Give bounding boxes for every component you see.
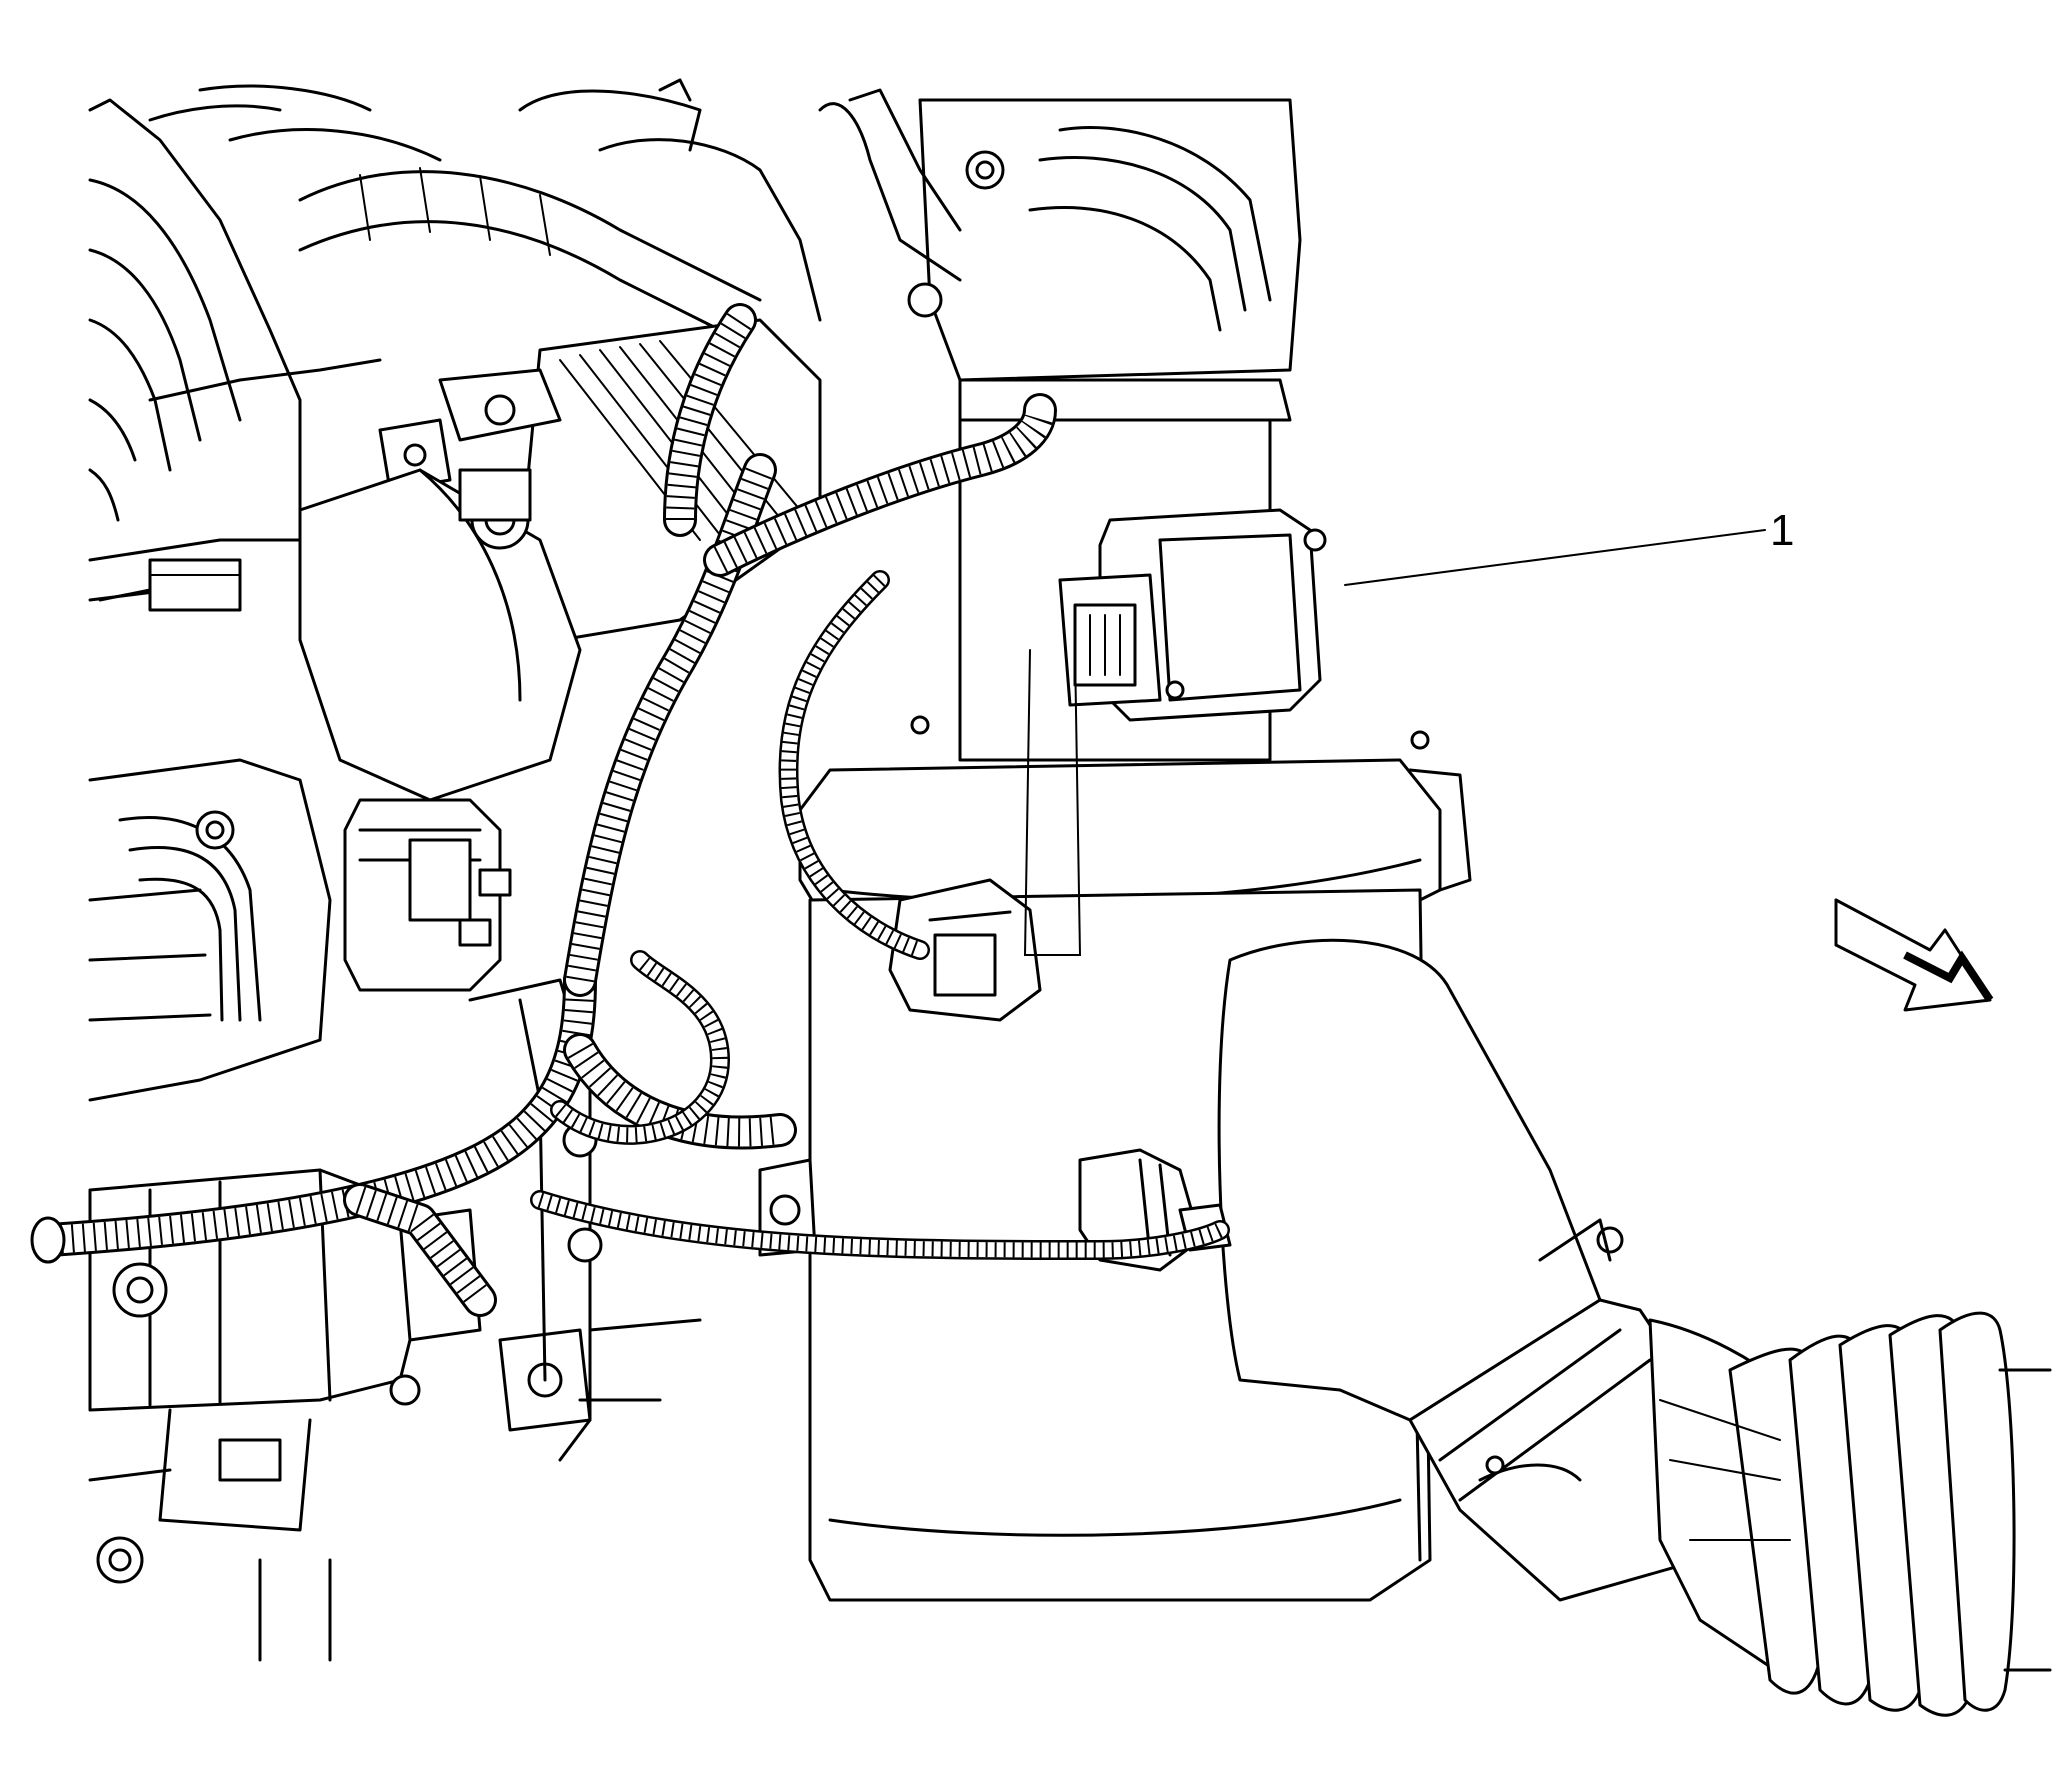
solenoid-block [343, 798, 512, 992]
upper-coolant-hose [298, 78, 822, 342]
intake-bellows [1408, 1218, 2052, 1717]
sensor-connector-upper [98, 558, 242, 612]
housing-connector [888, 878, 1042, 1022]
callout-1: 1 [1023, 506, 1794, 956]
throttle-body [918, 98, 1302, 472]
sensor-pigtail-harness [530, 570, 1230, 1260]
callout-label-1: 1 [1770, 506, 1794, 555]
exhaust-manifold [88, 758, 332, 1102]
mounting-bracket [378, 368, 562, 492]
egr-valve [298, 468, 582, 802]
front-arrow-icon [1834, 898, 1994, 1012]
linkage-bracket [818, 88, 962, 318]
main-wiring-harness [30, 303, 1057, 1317]
maf-sensor [1058, 508, 1327, 722]
